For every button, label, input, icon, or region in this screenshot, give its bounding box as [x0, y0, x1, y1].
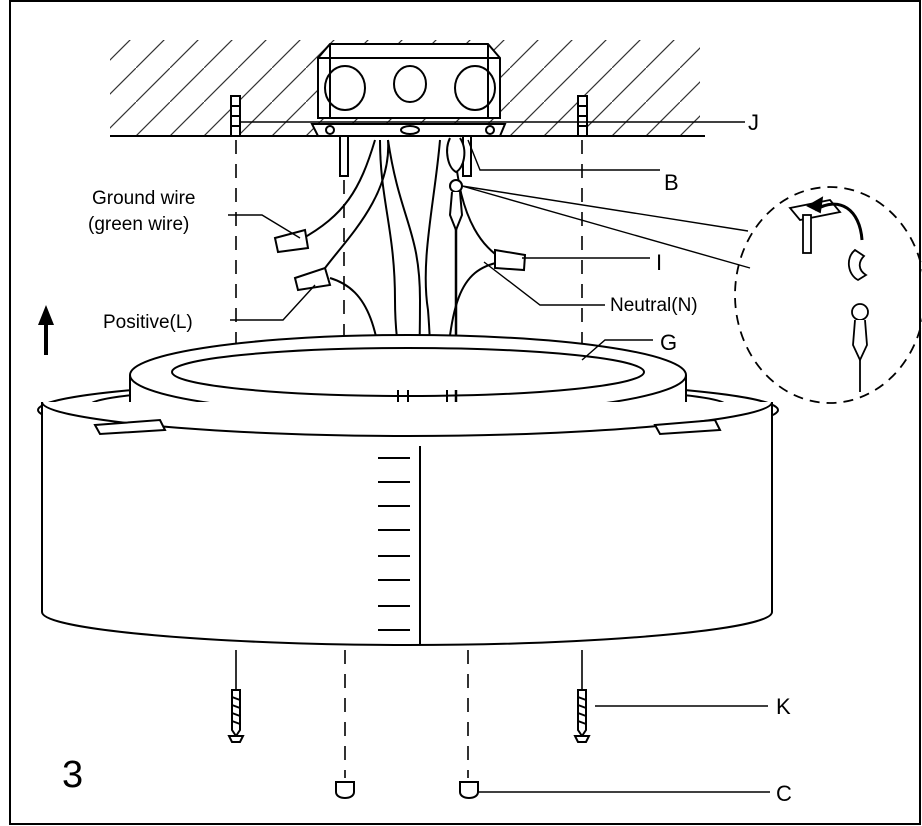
label-positive: Positive(L) [103, 312, 193, 333]
wire-nut-neutral [494, 248, 527, 272]
wire-nut-positive [293, 266, 332, 292]
curved-arrow-icon [806, 196, 824, 214]
label-i: I [656, 250, 662, 275]
label-ground-wire-line1: Ground wire [92, 188, 196, 209]
junction-box [317, 43, 501, 119]
mounting-bracket [310, 123, 507, 177]
leader-lines [228, 121, 770, 793]
label-k: K [776, 694, 791, 719]
frame-border [9, 0, 921, 825]
safety-cable-hook [446, 137, 466, 233]
label-b: B [664, 170, 679, 195]
screw-right [573, 650, 591, 743]
up-arrow-icon [38, 305, 54, 355]
label-j: J [748, 110, 759, 135]
wall-anchor-left [230, 95, 241, 137]
screw-left [227, 650, 245, 743]
shade-seam-ticks [378, 457, 410, 631]
detail-callout [461, 185, 922, 404]
wall-anchor-right [577, 95, 588, 137]
label-g: G [660, 330, 677, 355]
cap-nut-left [335, 781, 355, 799]
label-c: C [776, 781, 792, 806]
cap-nut-right [459, 781, 479, 799]
step-number: 3 [62, 754, 83, 796]
drum-shade [41, 401, 773, 647]
label-neutral: Neutral(N) [610, 295, 698, 316]
label-ground-wire-line2: (green wire) [88, 214, 189, 235]
wire-nut-ground [273, 228, 310, 254]
